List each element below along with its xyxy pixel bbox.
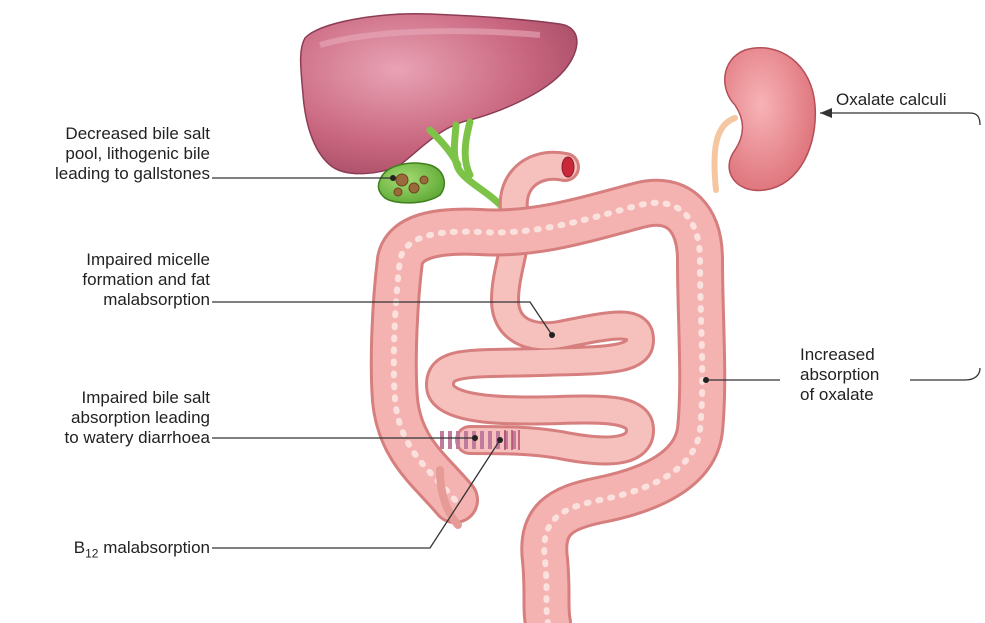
label-gallstones: Decreased bile salt pool, lithogenic bil… xyxy=(20,124,210,184)
bile-duct xyxy=(430,122,505,210)
label-b12: B12 malabsorption xyxy=(20,538,210,558)
leader-oxalate-calculi xyxy=(820,113,980,125)
label-micelle: Impaired micelle formation and fat malab… xyxy=(20,250,210,310)
label-oxalate-absorption: Increased absorption of oxalate xyxy=(800,345,879,405)
resected-ileum xyxy=(440,430,520,450)
leader-oxalate-absorption-right xyxy=(910,368,980,380)
label-oxalate-calculi: Oxalate calculi xyxy=(836,90,947,110)
duodenum-opening xyxy=(562,157,574,177)
arrow-head xyxy=(820,108,832,118)
gallbladder xyxy=(378,163,444,203)
kidney xyxy=(725,48,816,191)
label-bile-salt: Impaired bile salt absorption leading to… xyxy=(20,388,210,448)
